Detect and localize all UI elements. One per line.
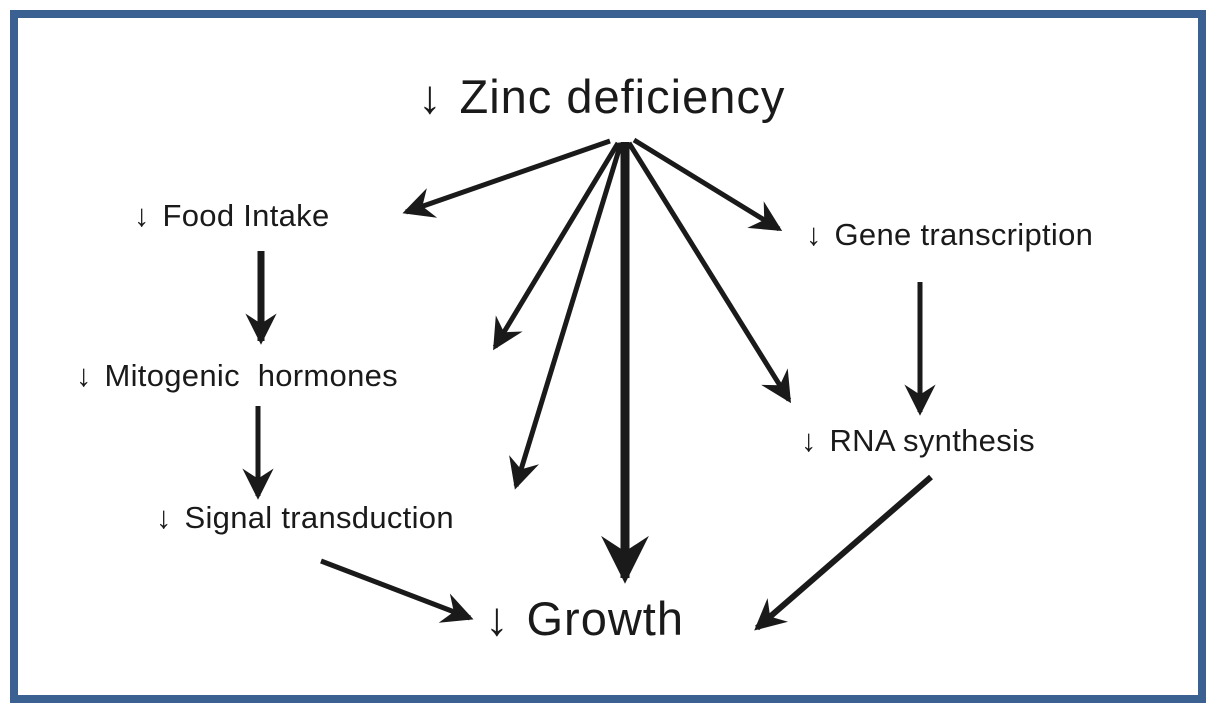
node-growth-label: Growth	[526, 592, 684, 645]
down-arrow-icon: ↓	[156, 500, 172, 535]
edge-signal-transduction-to-growth	[320, 558, 474, 623]
down-arrow-icon: ↓	[418, 70, 442, 123]
node-gene-transcription: ↓ Gene transcription	[806, 217, 1093, 253]
down-arrow-icon: ↓	[485, 592, 509, 645]
node-growth: ↓ Growth	[485, 592, 684, 646]
edge-zinc-deficiency-to-rna-synthesis	[626, 141, 792, 404]
node-signal-transduction: ↓ Signal transduction	[156, 500, 454, 536]
node-rna-synthesis-label: RNA synthesis	[829, 423, 1035, 458]
edge-rna-synthesis-to-growth	[754, 474, 933, 631]
node-rna-synthesis: ↓ RNA synthesis	[801, 423, 1035, 459]
down-arrow-icon: ↓	[76, 358, 92, 393]
edge-zinc-deficiency-to-mitogenic-hormones	[492, 141, 621, 351]
down-arrow-icon: ↓	[134, 198, 150, 233]
node-mitogenic-hormones: ↓ Mitogenic hormones	[76, 358, 398, 394]
node-zinc-deficiency: ↓ Zinc deficiency	[418, 70, 785, 124]
node-gene-transcription-label: Gene transcription	[834, 217, 1094, 252]
slide-border-frame	[10, 10, 1206, 703]
node-zinc-deficiency-label: Zinc deficiency	[459, 70, 786, 123]
node-food-intake-label: Food Intake	[162, 198, 330, 233]
edge-zinc-deficiency-to-gene-transcription	[632, 137, 783, 232]
edge-zinc-deficiency-to-signal-transduction	[509, 142, 624, 490]
down-arrow-icon: ↓	[806, 217, 822, 252]
node-signal-transduction-label: Signal transduction	[184, 500, 454, 535]
node-food-intake: ↓ Food Intake	[134, 198, 330, 234]
edge-zinc-deficiency-to-food-intake	[402, 138, 611, 218]
down-arrow-icon: ↓	[801, 423, 817, 458]
node-mitogenic-hormones-label: Mitogenic hormones	[104, 358, 398, 393]
